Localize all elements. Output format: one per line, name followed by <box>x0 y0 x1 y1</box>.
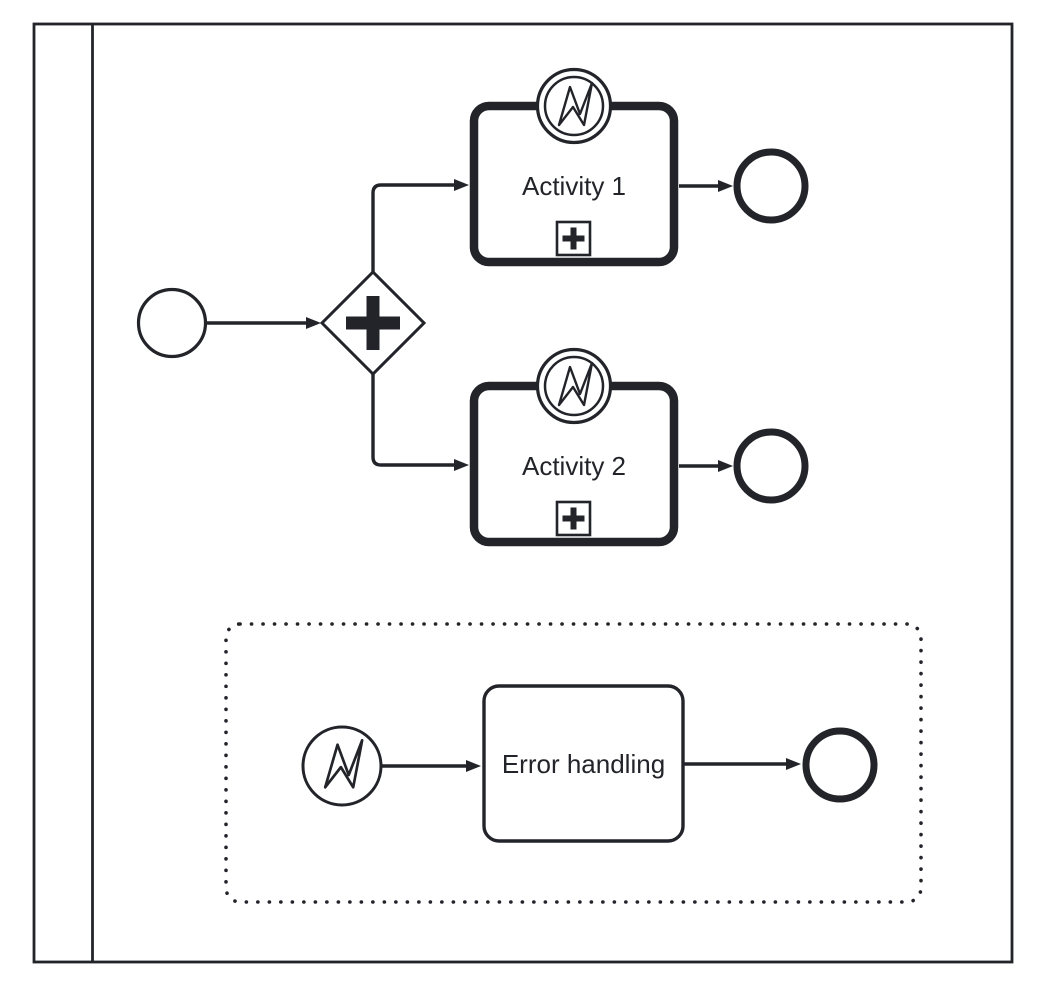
arrowhead-icon <box>718 460 733 472</box>
sequence-flow-gateway-to-activity-1[interactable] <box>371 179 469 272</box>
end-event-1[interactable] <box>733 148 809 224</box>
start-event-circle <box>136 287 208 359</box>
error-handling-box <box>482 684 685 843</box>
end-event-2[interactable] <box>733 428 809 504</box>
error-start-event[interactable] <box>301 725 383 807</box>
error-handling-label: Error handling <box>502 749 665 779</box>
subprocess-marker-icon <box>555 500 592 537</box>
boundary-outer-circle <box>535 67 613 145</box>
activity-1-label: Activity 1 <box>522 171 626 201</box>
sequence-flow-start-to-gateway[interactable] <box>205 317 322 329</box>
boundary-inner-circle <box>543 355 605 417</box>
arrowhead-icon <box>306 317 321 329</box>
call-activity-2[interactable]: Activity 2 <box>469 381 679 547</box>
pool-border <box>32 22 1014 964</box>
arrowhead-icon <box>454 459 469 471</box>
error-start-circle <box>301 725 383 807</box>
error-boundary-event-activity-2[interactable] <box>535 347 613 425</box>
end-event-circle <box>733 148 809 224</box>
pool[interactable] <box>32 22 1014 964</box>
parallel-plus-icon <box>346 296 400 350</box>
flow-line <box>371 183 454 272</box>
arrowhead-icon <box>454 179 469 191</box>
arrowhead-icon <box>786 758 801 770</box>
flow-line <box>371 374 454 467</box>
event-subprocess[interactable] <box>224 622 923 904</box>
arrowhead-icon <box>466 760 481 772</box>
arrowhead-icon <box>718 180 733 192</box>
end-event-circle <box>802 727 878 803</box>
sequence-flow-activity-1-to-end[interactable] <box>679 180 733 192</box>
end-event-3[interactable] <box>802 727 878 803</box>
call-activity-1[interactable]: Activity 1 <box>469 101 679 267</box>
sequence-flow-activity-2-to-end[interactable] <box>679 460 733 472</box>
event-subprocess-border <box>224 622 923 904</box>
parallel-gateway[interactable] <box>319 269 427 377</box>
boundary-inner-circle <box>543 75 605 137</box>
error-boundary-event-activity-1[interactable] <box>535 67 613 145</box>
sequence-flow-error-start-to-task[interactable] <box>382 760 481 772</box>
subprocess-marker-icon <box>555 220 592 257</box>
boundary-outer-circle <box>535 347 613 425</box>
sequence-flow-task-to-end[interactable] <box>684 758 801 770</box>
end-event-circle <box>733 428 809 504</box>
error-handling-task[interactable]: Error handling <box>482 684 685 843</box>
sequence-flow-gateway-to-activity-2[interactable] <box>371 374 469 471</box>
start-event[interactable] <box>136 287 208 359</box>
activity-2-label: Activity 2 <box>522 451 626 481</box>
